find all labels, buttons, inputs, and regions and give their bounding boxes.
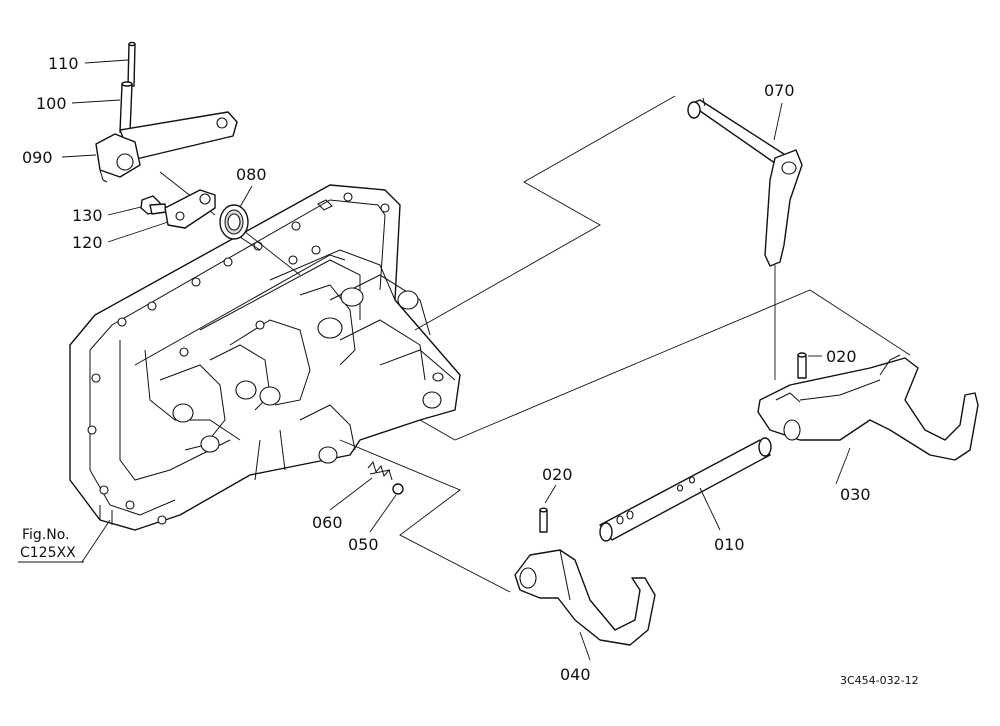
- figure-reference: Fig.No. C125XX: [18, 527, 84, 563]
- explode-lines: [159, 95, 911, 593]
- callout-070: 070: [764, 81, 795, 100]
- part-040-shift-fork: [514, 549, 656, 646]
- callout-030: 030: [840, 485, 871, 504]
- callout-090: 090: [22, 148, 53, 167]
- part-050-ball: [392, 483, 404, 495]
- callout-080: 080: [236, 165, 267, 184]
- part-130-bolt: [140, 195, 167, 215]
- callout-130: 130: [72, 206, 103, 225]
- part-020-pin-lower: [539, 507, 548, 533]
- callout-100: 100: [36, 94, 67, 113]
- callout-labels: 110 100 090 130 120 080 070 020 030 010 …: [22, 54, 871, 684]
- callout-020-lower: 020: [542, 465, 573, 484]
- callout-020-upper: 020: [826, 347, 857, 366]
- part-090-shift-arm: [95, 111, 238, 183]
- callout-010: 010: [714, 535, 745, 554]
- part-100-pin: [119, 81, 133, 133]
- callout-110: 110: [48, 54, 79, 73]
- part-080-oil-seal: [219, 204, 249, 240]
- shift-case-housing: [69, 184, 461, 531]
- part-020-pin-upper: [797, 352, 807, 379]
- drawing-code: 3C454-032-12: [840, 674, 919, 687]
- part-060-spring: [367, 460, 393, 481]
- part-120-plate: [164, 189, 216, 229]
- callout-040: 040: [560, 665, 591, 684]
- leader-lines: [61, 59, 851, 661]
- callout-050: 050: [348, 535, 379, 554]
- part-030-shift-fork: [757, 354, 979, 461]
- callout-120: 120: [72, 233, 103, 252]
- figure-ref-line2: C125XX: [20, 545, 76, 561]
- figure-ref-line1: Fig.No.: [22, 527, 70, 543]
- part-010-shift-rod: [599, 437, 772, 542]
- callout-060: 060: [312, 513, 343, 532]
- part-070-shift-lever: [687, 97, 803, 267]
- part-110-pin: [127, 41, 136, 87]
